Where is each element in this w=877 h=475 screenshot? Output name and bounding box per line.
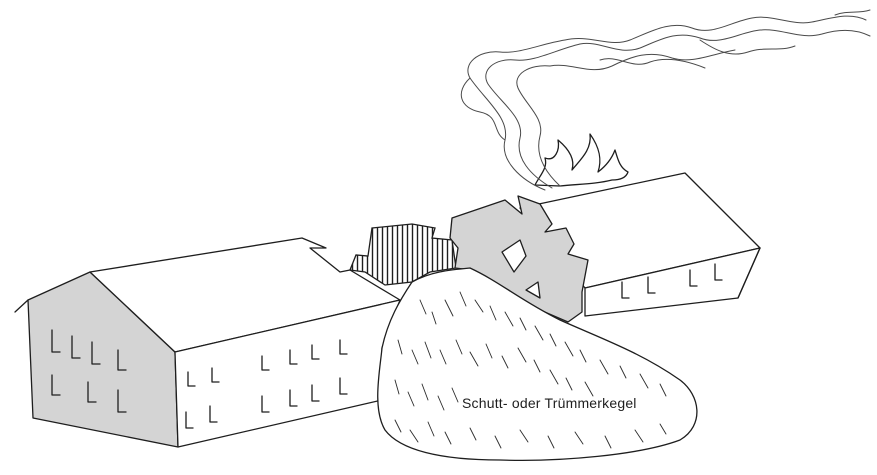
wall-hole-lower <box>525 281 541 299</box>
smoke-plume <box>460 9 871 191</box>
rubble-texture <box>394 291 667 449</box>
right-building <box>449 172 761 323</box>
left-gable-windows <box>51 329 127 413</box>
flames <box>534 133 629 187</box>
left-side-windows <box>185 339 348 429</box>
rubble-cone <box>377 267 698 461</box>
rubble-cone-label: Schutt- oder Trümmerkegel <box>462 395 637 411</box>
right-side-windows <box>621 263 723 299</box>
left-building <box>14 237 401 448</box>
wall-hole-upper <box>501 239 527 273</box>
